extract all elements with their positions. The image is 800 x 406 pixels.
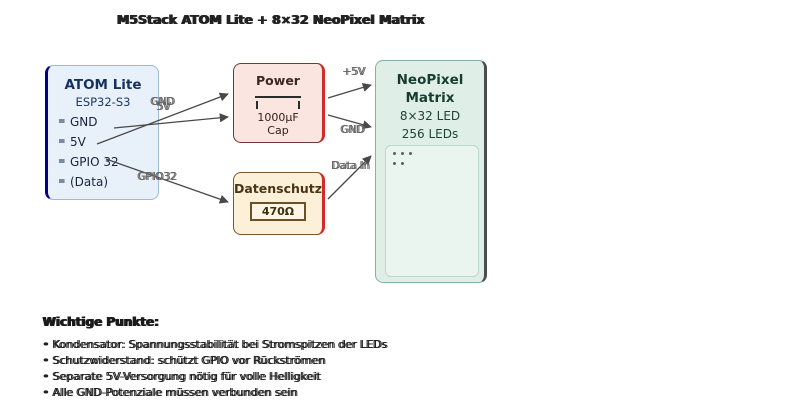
led-dot-icon	[409, 152, 412, 155]
matrix-led-panel	[385, 145, 479, 277]
note-item-supply: • Separate 5V-Versorgung nötig für volle…	[42, 370, 320, 383]
power-title: Power	[256, 73, 300, 88]
pin-label-gnd: GND	[70, 115, 98, 129]
pin-bullet-icon: =	[58, 177, 66, 187]
atom-title: ATOM Lite	[64, 77, 142, 93]
edge-label-gnd-2: GND	[340, 124, 365, 136]
matrix-spec-size: 8×32 LED	[399, 109, 461, 124]
notes-heading: Wichtige Punkte:	[42, 315, 159, 329]
node-datenschutz: Datenschutz 470Ω	[233, 172, 325, 235]
diagram-title: M5Stack ATOM Lite + 8×32 NeoPixel Matrix	[116, 12, 424, 27]
pin-row-gpio32: = GPIO 32	[58, 155, 158, 169]
edge-label-gpio32: GPIO32	[137, 171, 177, 183]
edge-label-data-in: Data In	[331, 160, 370, 172]
matrix-spec-count: 256 LEDs	[401, 127, 459, 142]
pin-label-5v: 5V	[70, 135, 86, 149]
pin-row-data: = (Data)	[58, 175, 158, 189]
pin-row-5v: = 5V	[58, 135, 158, 149]
resistor-value: 470Ω	[249, 202, 307, 221]
led-dot-icon	[401, 162, 404, 165]
pin-label-gpio32: GPIO 32	[70, 155, 119, 169]
edge-power-matrix-5v	[327, 83, 372, 99]
node-power: Power 1000µF Cap	[233, 63, 325, 143]
pin-bullet-icon: =	[58, 157, 66, 167]
resistor-title: Datenschutz	[234, 181, 323, 196]
note-item-resistor: • Schutzwiderstand: schützt GPIO vor Rüc…	[42, 354, 325, 367]
led-dot-icon	[393, 152, 396, 155]
capacitor-label: Cap	[267, 124, 289, 137]
led-dot-icon	[401, 152, 404, 155]
capacitor-icon	[255, 96, 301, 109]
led-dot-icon	[393, 162, 396, 165]
atom-subtitle: ESP32-S3	[75, 95, 131, 109]
edge-label-5v: 5V	[156, 101, 170, 113]
pin-bullet-icon: =	[58, 117, 66, 127]
edge-label-plus5v: +5V	[342, 66, 365, 78]
pin-row-gnd: = GND	[58, 115, 158, 129]
pin-bullet-icon: =	[58, 137, 66, 147]
note-item-capacitor: • Kondensator: Spannungsstabilität bei S…	[42, 338, 387, 351]
note-item-ground: • Alle GND-Potenziale müssen verbunden s…	[42, 386, 297, 399]
pin-label-data: (Data)	[70, 175, 109, 189]
capacitor-value: 1000µF	[257, 111, 299, 124]
